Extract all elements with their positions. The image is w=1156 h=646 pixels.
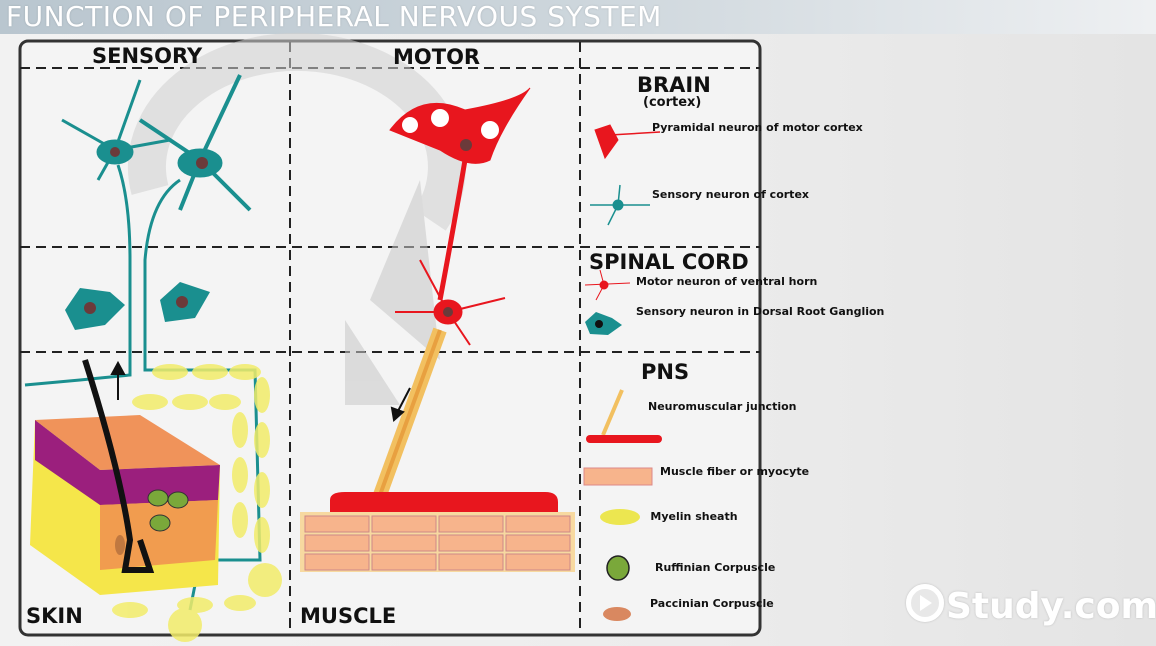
pns-heading: PNS	[641, 360, 690, 384]
title-bar: FUNCTION OF PERIPHERAL NERVOUS SYSTEM	[0, 0, 1156, 34]
logo-text: Study.com	[946, 586, 1156, 627]
grid-dividers	[20, 42, 760, 634]
study-logo: Study.com	[906, 584, 1156, 627]
ruffinian-corpuscle-icon	[606, 555, 630, 581]
ventral-horn-motor-neuron-icon	[395, 259, 506, 346]
legend-label: Myelin sheath	[650, 510, 738, 523]
legend-icons	[583, 124, 662, 621]
brain-heading: BRAIN	[637, 73, 711, 97]
spinal-cord-heading: SPINAL CORD	[589, 250, 749, 274]
muscle-fibers-icon	[300, 512, 575, 572]
down-arrow-icon	[390, 387, 411, 422]
motor-axon	[330, 327, 558, 512]
pyramidal-neuron-icon	[594, 124, 661, 160]
legend-label: Sensory neuron of cortex	[652, 188, 809, 201]
play-icon	[906, 584, 944, 622]
dorsal-root-ganglion-neurons-icon	[65, 282, 210, 330]
legend-label: Motor neuron of ventral horn	[636, 275, 818, 288]
myelin-sheath-icon	[600, 509, 640, 525]
muscle-label: MUSCLE	[300, 604, 397, 628]
skin-block-icon	[30, 359, 220, 595]
paccinian-corpuscle-icon	[603, 607, 631, 621]
legend-label: Sensory neuron in Dorsal Root Ganglion	[636, 305, 885, 318]
legend-label: Muscle fiber or myocyte	[660, 465, 810, 478]
sensory-cortex-neurons-icon	[24, 74, 262, 611]
muscle-fiber-icon	[583, 467, 653, 486]
sensory-label: SENSORY	[92, 44, 203, 68]
motor-label: MOTOR	[393, 45, 481, 69]
legend-label: Neuromuscular junction	[648, 400, 797, 413]
myelin-sheaths	[112, 364, 282, 642]
upward-arrow-icon	[110, 360, 126, 400]
legend-label: Ruffinian Corpuscle	[655, 561, 776, 574]
drg-neuron-icon	[585, 312, 622, 335]
neuromuscular-junction-icon	[586, 389, 662, 443]
motor-neuron-icon	[584, 269, 631, 301]
sensory-neuron-icon	[590, 184, 650, 226]
legend-label: Pyramidal neuron of motor cortex	[652, 121, 863, 134]
pyramidal-neuron-icon	[389, 87, 531, 301]
slide-title: FUNCTION OF PERIPHERAL NERVOUS SYSTEM	[6, 0, 662, 33]
brain-subheading: (cortex)	[643, 95, 702, 110]
skin-label: SKIN	[26, 604, 83, 628]
legend-label: Paccinian Corpuscle	[650, 597, 774, 610]
